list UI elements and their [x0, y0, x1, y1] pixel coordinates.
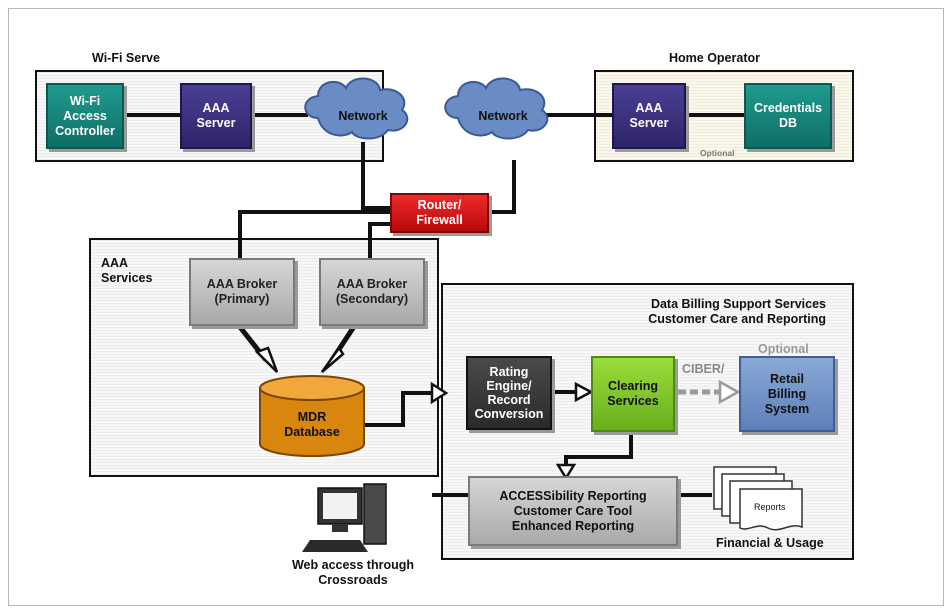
wifi-serve-title: Wi-Fi Serve	[92, 51, 160, 65]
link-clearing-reporting	[564, 433, 633, 465]
credentials-db: Credentials DB	[744, 83, 832, 149]
aaa-server-left: AAA Server	[180, 83, 252, 149]
network-cloud-left	[304, 77, 409, 140]
router-firewall: Router/ Firewall	[390, 193, 489, 233]
aaa-broker-secondary: AAA Broker (Secondary)	[319, 258, 425, 326]
arrowhead-rating	[430, 381, 449, 405]
retail-billing-system: Retail Billing System	[739, 356, 835, 432]
reporting-tools: ACCESSibility Reporting Customer Care To…	[468, 476, 678, 546]
network-right-label: Network	[478, 109, 528, 123]
link-network-router	[361, 142, 390, 210]
optional-label: Optional	[758, 342, 809, 356]
mdr-database-cylinder	[259, 375, 365, 457]
reports-doc-label: Reports	[754, 502, 786, 512]
link-router-secondary	[368, 222, 390, 258]
aaa-broker-primary: AAA Broker (Primary)	[189, 258, 295, 326]
network-cloud-right	[444, 77, 549, 140]
financial-usage-label: Financial & Usage	[716, 536, 824, 550]
wifi-access-controller: Wi-Fi Access Controller	[46, 83, 124, 149]
arrowhead-primary-mdr	[254, 346, 279, 373]
rating-engine: Rating Engine/ Record Conversion	[466, 356, 552, 430]
web-access-label: Web access through Crossroads	[291, 558, 415, 587]
arrowhead-clearing	[574, 381, 594, 403]
arrowhead-retail	[718, 379, 741, 405]
link-network2-router	[487, 160, 516, 214]
computer-icon	[302, 483, 387, 552]
aaa-services-title: AAA Services	[101, 256, 153, 285]
optional-small-label: Optional	[700, 148, 735, 158]
ciber-label: CIBER/	[682, 362, 725, 376]
arrowhead-secondary-mdr	[320, 345, 345, 373]
link-router-primary	[238, 210, 390, 258]
link-mdr-rating	[364, 391, 432, 427]
billing-support-title: Data Billing Support Services Customer C…	[648, 297, 826, 326]
home-operator-title: Home Operator	[669, 51, 760, 65]
aaa-server-right: AAA Server	[612, 83, 686, 149]
clearing-services: Clearing Services	[591, 356, 675, 432]
reports-document-stack	[713, 466, 803, 531]
arrowhead-reporting	[555, 463, 577, 481]
network-left-label: Network	[338, 109, 388, 123]
mdr-database-label: MDR Database	[284, 410, 340, 439]
